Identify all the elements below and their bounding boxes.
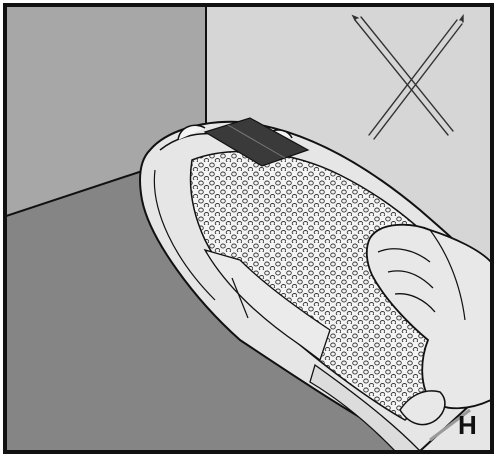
hand-thumb	[399, 390, 446, 426]
step-label: H	[458, 410, 477, 440]
shoe	[139, 117, 491, 451]
shoe-strap	[309, 363, 421, 451]
hand	[365, 223, 491, 426]
shoe-side-panel	[203, 248, 331, 362]
frame-border	[3, 3, 494, 454]
crossed-knitting-needles-icon	[351, 13, 464, 140]
